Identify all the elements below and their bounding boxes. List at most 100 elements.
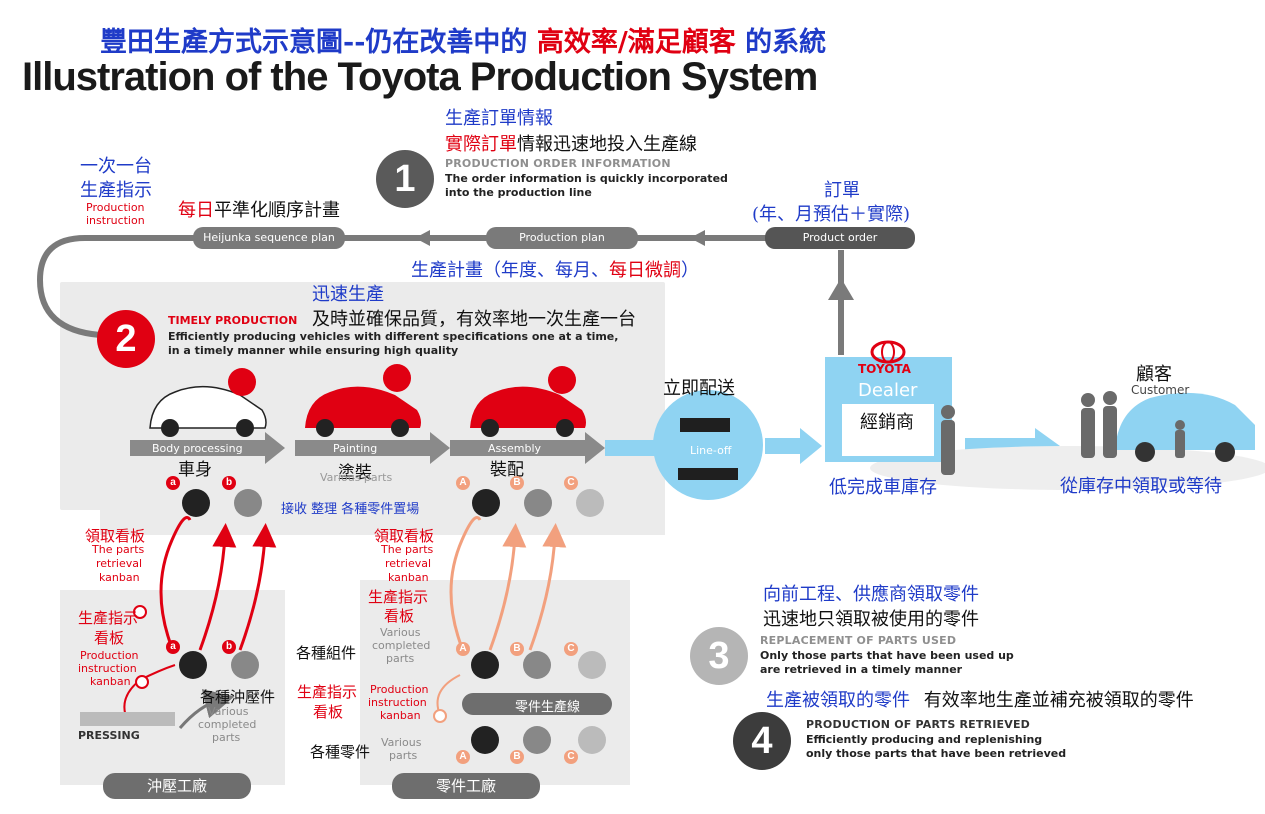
right-various-1: Various <box>380 626 421 639</box>
truck-icon <box>680 418 730 432</box>
flow-arrow-2 <box>415 230 430 246</box>
instruction-en-2: instruction <box>86 214 145 227</box>
step4-zh-blue: 生產被領取的零件 <box>766 690 910 711</box>
gear-label-A-top: A <box>456 476 470 490</box>
right-various-3: parts <box>386 652 415 665</box>
gear-label-A-bottom: A <box>456 750 470 764</box>
step3-zh-black: 迅速地只領取被使用的零件 <box>763 609 979 630</box>
step1-zh-line2: 實際訂單情報迅速地投入生產線 <box>445 130 697 156</box>
left-retrieval-en-1: The parts <box>92 543 145 556</box>
gear-label-C-bottom: C <box>564 750 578 764</box>
step1-caption: PRODUCTION ORDER INFORMATION <box>445 157 671 170</box>
step2-desc-1: Efficiently producing vehicles with diff… <box>168 330 619 343</box>
left-various-2: completed <box>198 718 257 731</box>
dealer-up-line <box>838 250 844 355</box>
step4-desc-2: only those parts that have been retrieve… <box>806 747 1067 760</box>
left-instr-en-1: Production <box>80 649 139 662</box>
title-zh: 豐田生產方式示意圖--仍在改善中的 高效率/滿足顧客 的系統 <box>100 20 826 59</box>
body-arrow <box>130 432 285 464</box>
dealer-zh: 經銷商 <box>860 412 914 433</box>
road-shadow <box>870 446 1265 490</box>
right-retrieval-en-1: The parts <box>381 543 434 556</box>
press-plant-label: 沖壓工廠 <box>103 773 251 799</box>
step2-zh-black: 及時並確保品質，有效率地一次生產一台 <box>312 309 636 330</box>
kanban-loop-right-4 <box>436 674 461 716</box>
left-instr-en-2: instruction <box>78 662 137 675</box>
title-en: Illustration of the Toyota Production Sy… <box>22 55 818 99</box>
gear-label-C-mid: C <box>564 642 578 656</box>
title-zh-part1: 豐田生產方式示意圖--仍在改善中的 <box>100 27 528 58</box>
right-retrieval-en-3: kanban <box>388 571 429 584</box>
to-dealer-arrow <box>765 428 822 464</box>
dealer-brand: TOYOTA <box>858 362 911 376</box>
step3-badge: 3 <box>690 627 748 685</box>
parts-en-1: Various <box>381 736 422 749</box>
step1-zh-rest: 情報迅速地投入生產線 <box>517 134 697 155</box>
step1-badge: 1 <box>376 150 434 208</box>
left-pressed-parts: 各種沖壓件 <box>200 688 276 706</box>
gear-label-B-mid: B <box>510 642 524 656</box>
gear-label-B-top: B <box>510 476 524 490</box>
car-customer <box>1115 392 1255 450</box>
step3-desc-2: are retrieved in a timely manner <box>760 663 963 676</box>
gear-label-A-mid: A <box>456 642 470 656</box>
right-retrieval-zh: 領取看板 <box>374 527 435 545</box>
heijunka-pill: Heijunka sequence plan <box>193 227 345 249</box>
order-zh-1: 訂單 <box>824 180 860 201</box>
car-white <box>149 385 267 429</box>
ship-icon <box>678 468 738 480</box>
dealer-up-arrow <box>828 278 854 300</box>
left-various-1: Various <box>208 705 249 718</box>
production-plan-pill: Production plan <box>486 227 638 249</box>
step1-desc-2: into the production line <box>445 186 592 199</box>
pp-blue: 生產計畫（年度、每月、 <box>411 260 609 281</box>
right-retrieval-en-2: retrieval <box>385 557 432 570</box>
step4-caption: PRODUCTION OF PARTS RETRIEVED <box>806 718 1031 731</box>
step1-desc-1: The order information is quickly incorpo… <box>445 172 728 185</box>
step2-badge: 2 <box>97 310 155 368</box>
gear-label-C-top: C <box>564 476 578 490</box>
right-prod-en-2: instruction <box>368 696 427 709</box>
order-zh-2: (年、月預估＋實際) <box>752 204 911 225</box>
kanban-loop-left-3 <box>238 523 277 651</box>
body-icon-bg <box>228 368 256 396</box>
gears <box>179 489 606 754</box>
step1-zh-line1: 生產訂單情報 <box>445 108 553 129</box>
left-instr-zh-1: 生產指示 <box>78 609 139 627</box>
dealer-person <box>941 405 955 475</box>
immediate-delivery: 立即配送 <box>663 378 735 399</box>
paint-zh: 塗裝 <box>338 463 372 483</box>
step1-zh-red: 實際訂單 <box>445 134 517 155</box>
body-processing-label: Body processing <box>152 442 243 455</box>
left-retrieval-zh: 領取看板 <box>85 527 146 545</box>
right-instr2-zh-2: 看板 <box>313 703 344 721</box>
title-zh-part3: 的系統 <box>745 27 827 58</box>
customer-pickup: 從庫存中領取或等待 <box>1060 476 1222 497</box>
various-parts-label: Various parts <box>320 471 393 484</box>
step3-zh-blue: 向前工程、供應商領取零件 <box>763 584 979 605</box>
instruction-en-1: Production <box>86 201 145 214</box>
kanban-loop-left-1 <box>159 516 192 649</box>
customer-en: Customer <box>1131 383 1190 397</box>
step4-badge: 4 <box>733 712 791 770</box>
right-prod-en-1: Production <box>370 683 429 696</box>
gear-label-B-bottom: B <box>510 750 524 764</box>
left-various-3: parts <box>212 731 241 744</box>
daily-plan: 每日平準化順序計畫 <box>178 196 340 222</box>
customer-people <box>1081 391 1185 458</box>
assembly-label: Assembly <box>488 442 542 455</box>
daily-red: 每日 <box>178 200 214 221</box>
body-zh: 車身 <box>178 460 212 480</box>
left-retrieval-en-3: kanban <box>99 571 140 584</box>
left-instr-en-3: kanban <box>90 675 131 688</box>
parts-line-label: 零件生產線 <box>515 700 581 715</box>
press-plant-background <box>60 590 285 785</box>
kanban-loop-right-2 <box>488 523 527 651</box>
assembly-zh: 裝配 <box>490 460 524 480</box>
parts-zh: 各種零件 <box>310 743 371 761</box>
parts-line-bar <box>462 693 612 715</box>
daily-rest: 平準化順序計畫 <box>214 200 340 221</box>
right-instr-zh-2: 看板 <box>384 607 415 625</box>
pressing-bar <box>80 712 175 726</box>
